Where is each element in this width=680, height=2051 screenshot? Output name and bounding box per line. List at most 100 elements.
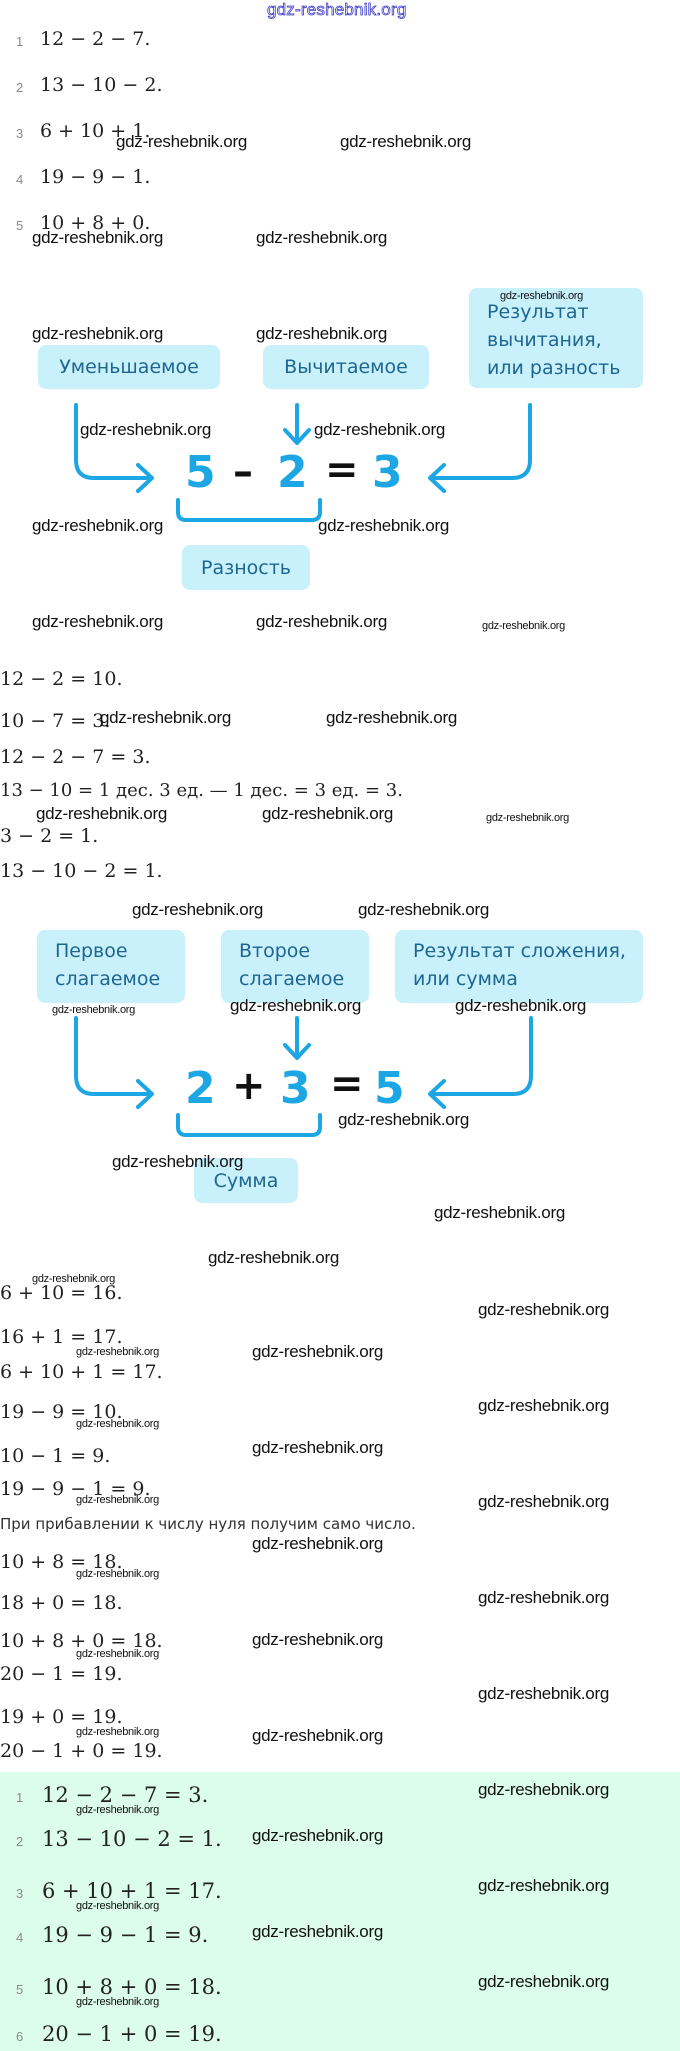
arrow-head-sum-result <box>428 1079 446 1109</box>
watermark: gdz-reshebnik.org <box>478 1396 609 1415</box>
watermark: gdz-reshebnik.org <box>52 1004 135 1016</box>
watermark: gdz-reshebnik.org <box>230 996 361 1015</box>
watermark: gdz-reshebnik.org <box>76 1346 159 1358</box>
watermark: gdz-reshebnik.org <box>478 1972 609 1991</box>
sum-result-label-line: или сумма <box>413 968 518 990</box>
first-addend-label-line: Первое <box>55 940 128 962</box>
arrow-head-result <box>428 463 446 493</box>
watermark: gdz-reshebnik.org <box>478 1684 609 1703</box>
solution-line: 13 − 10 − 2 = 1. <box>0 860 163 882</box>
solution-line: 13 − 10 = 1 дес. 3 ед. — 1 дес. = 3 ед. … <box>0 780 403 801</box>
sum-label-box: Сумма <box>194 1158 298 1203</box>
watermark: gdz-reshebnik.org <box>482 620 565 632</box>
arrow-head-subtrahend <box>283 428 311 445</box>
watermark: gdz-reshebnik.org <box>252 1826 383 1845</box>
watermark: gdz-reshebnik.org <box>338 1110 469 1129</box>
task-expression: 10 + 8 + 0. <box>40 212 151 234</box>
watermark: gdz-reshebnik.org <box>252 1438 383 1457</box>
solution-line: 20 − 1 = 19. <box>0 1663 123 1685</box>
answer-block <box>0 1772 680 2051</box>
difference-result-label-box: Результат вычитания, или разность <box>469 288 643 388</box>
watermark: gdz-reshebnik.org <box>358 900 489 919</box>
second-addend-label-line: слагаемое <box>239 968 345 990</box>
watermark: gdz-reshebnik.org <box>486 812 569 824</box>
watermark: gdz-reshebnik.org <box>112 1152 243 1171</box>
sum-result-label-box: Результат сложения, или сумма <box>395 930 643 1003</box>
task-expression: 19 − 9 − 1. <box>40 166 151 188</box>
answer-expression: 10 + 8 + 0 = 18. <box>42 1975 222 1999</box>
site-watermark-link[interactable]: gdz-reshebnik.org <box>267 0 407 19</box>
minuend-number: 5 <box>185 447 216 498</box>
solution-line: 10 − 7 = 3. <box>0 710 111 732</box>
solution-line: 10 + 8 + 0 = 18. <box>0 1630 163 1652</box>
watermark: gdz-reshebnik.org <box>116 132 247 151</box>
minuend-label: Уменьшаемое <box>59 356 199 378</box>
solution-line: 10 − 1 = 9. <box>0 1445 111 1467</box>
task-expression: 13 − 10 − 2. <box>40 74 163 96</box>
watermark: gdz-reshebnik.org <box>100 708 231 727</box>
watermark: gdz-reshebnik.org <box>32 612 163 631</box>
first-addend-label-line: слагаемое <box>55 968 161 990</box>
sum-label: Сумма <box>213 1169 279 1192</box>
watermark: gdz-reshebnik.org <box>132 900 263 919</box>
result-label-line: или разность <box>487 357 621 379</box>
watermark: gdz-reshebnik.org <box>478 1780 609 1799</box>
item-number: 6 <box>16 2029 24 2044</box>
watermark: gdz-reshebnik.org <box>252 1630 383 1649</box>
subtrahend-number: 2 <box>277 447 308 498</box>
watermark: gdz-reshebnik.org <box>478 1492 609 1511</box>
solution-line: 19 − 9 = 10. <box>0 1401 123 1423</box>
watermark: gdz-reshebnik.org <box>32 1273 115 1285</box>
solution-line: 6 + 10 = 16. <box>0 1282 123 1304</box>
watermark: gdz-reshebnik.org <box>76 1726 159 1738</box>
watermark: gdz-reshebnik.org <box>478 1876 609 1895</box>
watermark: gdz-reshebnik.org <box>252 1342 383 1361</box>
zero-addition-rule: При прибавлении к числу нуля получим сам… <box>0 1515 416 1533</box>
arrow-head-second-addend <box>283 1043 311 1060</box>
solution-line: 3 − 2 = 1. <box>0 825 99 847</box>
watermark: gdz-reshebnik.org <box>76 1996 159 2008</box>
item-number: 1 <box>16 1790 24 1805</box>
watermark: gdz-reshebnik.org <box>252 1534 383 1553</box>
solution-line: 10 + 8 = 18. <box>0 1551 123 1573</box>
watermark: gdz-reshebnik.org <box>76 1418 159 1430</box>
arrow-from-result <box>430 403 532 480</box>
watermark: gdz-reshebnik.org <box>32 228 163 247</box>
watermark: gdz-reshebnik.org <box>256 324 387 343</box>
item-number: 1 <box>16 34 24 49</box>
watermark: gdz-reshebnik.org <box>478 1588 609 1607</box>
solution-line: 20 − 1 + 0 = 19. <box>0 1740 163 1762</box>
item-number: 3 <box>16 1886 24 1901</box>
item-number: 4 <box>16 172 24 187</box>
watermark: gdz-reshebnik.org <box>340 132 471 151</box>
watermark: gdz-reshebnik.org <box>326 708 457 727</box>
item-number: 5 <box>16 1982 24 1997</box>
watermark: gdz-reshebnik.org <box>252 1726 383 1745</box>
answer-expression: 19 − 9 − 1 = 9. <box>42 1923 209 1947</box>
arrow-head-minuend <box>136 463 154 493</box>
result-label-line: Результат <box>487 301 589 323</box>
equals-sign: = <box>325 447 359 493</box>
arrow-head-first-addend <box>136 1079 154 1109</box>
second-addend-label-line: Второе <box>239 940 311 962</box>
solution-line: 19 + 0 = 19. <box>0 1706 123 1728</box>
watermark: gdz-reshebnik.org <box>256 228 387 247</box>
solution-line: 19 − 9 − 1 = 9. <box>0 1478 151 1500</box>
solution-line: 6 + 10 + 1 = 17. <box>0 1361 163 1383</box>
watermark: gdz-reshebnik.org <box>252 1922 383 1941</box>
watermark: gdz-reshebnik.org <box>500 290 583 302</box>
watermark: gdz-reshebnik.org <box>80 420 211 439</box>
watermark: gdz-reshebnik.org <box>256 612 387 631</box>
sum-bracket <box>176 1113 322 1137</box>
equals-sign: = <box>330 1061 364 1107</box>
item-number: 3 <box>16 126 24 141</box>
answer-expression: 6 + 10 + 1 = 17. <box>42 1879 222 1903</box>
second-addend-label-box: Второе слагаемое <box>221 930 369 1003</box>
arrow-from-sum-result <box>430 1016 533 1096</box>
item-number: 2 <box>16 80 24 95</box>
difference-bracket <box>176 498 322 522</box>
watermark: gdz-reshebnik.org <box>208 1248 339 1267</box>
second-addend-number: 3 <box>280 1063 311 1114</box>
watermark: gdz-reshebnik.org <box>318 516 449 535</box>
watermark: gdz-reshebnik.org <box>314 420 445 439</box>
